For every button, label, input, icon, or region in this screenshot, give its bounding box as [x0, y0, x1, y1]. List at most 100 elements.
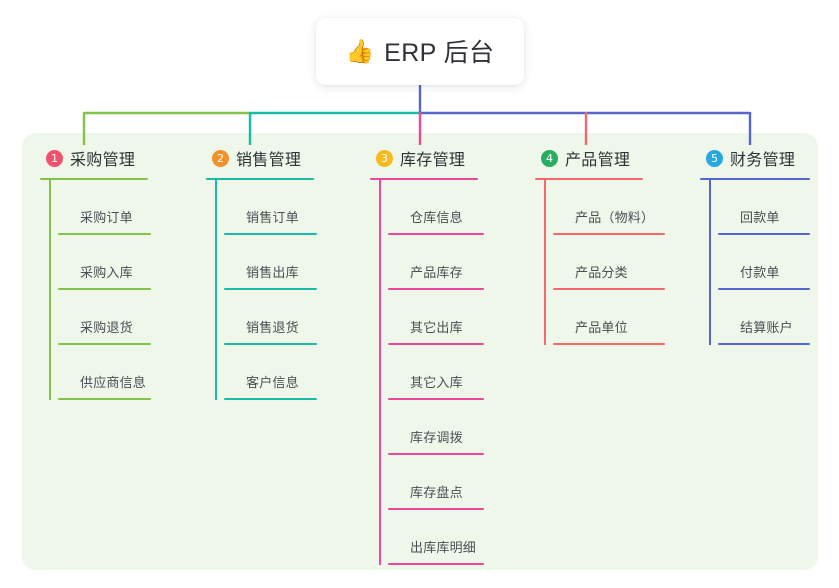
leaf-node[interactable]: 销售退货 [224, 290, 366, 345]
leaf-underline [224, 288, 317, 290]
branch-children: 采购订单采购入库采购退货供应商信息 [40, 180, 200, 400]
leaf-node[interactable]: 产品（物料） [553, 180, 695, 235]
branch-column-5: 5 财务管理回款单付款单结算账户 [700, 145, 830, 345]
leaf-underline [553, 233, 665, 235]
leaf-node-label: 结算账户 [740, 320, 793, 335]
branch-column-2: 2 销售管理销售订单销售出库销售退货客户信息 [206, 145, 366, 400]
branch-header-1[interactable]: 1 采购管理 [40, 145, 200, 171]
leaf-underline [224, 343, 317, 345]
branch-underline [206, 178, 314, 180]
leaf-node[interactable]: 产品单位 [553, 290, 695, 345]
leaf-node-label: 产品（物料） [575, 210, 655, 225]
branch-number-badge: 4 [541, 149, 558, 167]
branch-title: 财务管理 [730, 152, 796, 169]
branch-title: 销售管理 [236, 152, 302, 169]
branch-header-4[interactable]: 4 产品管理 [535, 145, 695, 171]
leaf-node-label: 仓库信息 [410, 210, 463, 225]
leaf-node-label: 销售出库 [246, 265, 299, 280]
leaf-node[interactable]: 产品分类 [553, 235, 695, 290]
leaf-node[interactable]: 付款单 [718, 235, 830, 290]
leaf-node[interactable]: 采购退货 [58, 290, 200, 345]
leaf-node[interactable]: 其它入库 [388, 345, 530, 400]
leaf-underline [388, 288, 484, 290]
branch-number-badge: 5 [706, 149, 723, 167]
diagram-panel [22, 133, 818, 570]
branch-title: 库存管理 [400, 152, 466, 169]
leaf-underline [224, 233, 317, 235]
branch-children: 仓库信息产品库存其它出库其它入库库存调拨库存盘点出库库明细 [370, 180, 530, 565]
leaf-node[interactable]: 供应商信息 [58, 345, 200, 400]
leaf-node-label: 采购入库 [80, 265, 133, 280]
thumbs-up-icon: 👍 [345, 38, 375, 64]
branch-children: 销售订单销售出库销售退货客户信息 [206, 180, 366, 400]
leaf-node[interactable]: 其它出库 [388, 290, 530, 345]
leaf-node[interactable]: 结算账户 [718, 290, 830, 345]
branch-spine [379, 180, 381, 565]
leaf-node[interactable]: 销售出库 [224, 235, 366, 290]
leaf-underline [718, 343, 810, 345]
leaf-node[interactable]: 回款单 [718, 180, 830, 235]
branch-number-badge: 3 [376, 149, 393, 167]
branch-underline [370, 178, 478, 180]
leaf-underline [553, 343, 665, 345]
leaf-node[interactable]: 仓库信息 [388, 180, 530, 235]
branch-spine [544, 180, 546, 345]
branch-spine [709, 180, 711, 345]
leaf-node-label: 产品单位 [575, 320, 628, 335]
leaf-node[interactable]: 出库库明细 [388, 510, 530, 565]
branch-spine [49, 180, 51, 400]
branch-underline [700, 178, 810, 180]
leaf-node-label: 采购退货 [80, 320, 133, 335]
root-node-label: ERP 后台 [384, 38, 495, 67]
leaf-node[interactable]: 库存盘点 [388, 455, 530, 510]
branch-column-1: 1 采购管理采购订单采购入库采购退货供应商信息 [40, 145, 200, 400]
leaf-node-label: 销售订单 [246, 210, 299, 225]
leaf-node-label: 回款单 [740, 210, 780, 225]
branch-title: 产品管理 [565, 152, 631, 169]
leaf-underline [58, 288, 151, 290]
leaf-node-label: 客户信息 [246, 375, 299, 390]
leaf-node-label: 出库库明细 [410, 540, 477, 555]
leaf-node-label: 产品分类 [575, 265, 628, 280]
leaf-node-label: 其它出库 [410, 320, 463, 335]
leaf-node[interactable]: 采购订单 [58, 180, 200, 235]
leaf-node[interactable]: 销售订单 [224, 180, 366, 235]
leaf-underline [224, 398, 317, 400]
leaf-node-label: 库存盘点 [410, 485, 463, 500]
leaf-underline [718, 288, 810, 290]
leaf-node[interactable]: 库存调拨 [388, 400, 530, 455]
leaf-node-label: 产品库存 [410, 265, 463, 280]
leaf-node-label: 采购订单 [80, 210, 133, 225]
branch-number-badge: 2 [212, 149, 229, 167]
leaf-node-label: 库存调拨 [410, 430, 463, 445]
leaf-node-label: 销售退货 [246, 320, 299, 335]
branch-column-4: 4 产品管理产品（物料） 产品分类产品单位 [535, 145, 695, 345]
leaf-node[interactable]: 采购入库 [58, 235, 200, 290]
leaf-node-label: 供应商信息 [80, 375, 147, 390]
branch-underline [535, 178, 643, 180]
branch-header-3[interactable]: 3 库存管理 [370, 145, 530, 171]
leaf-node[interactable]: 客户信息 [224, 345, 366, 400]
branch-column-3: 3 库存管理仓库信息产品库存其它出库其它入库库存调拨库存盘点出库库明细 [370, 145, 530, 565]
leaf-underline [388, 453, 484, 455]
leaf-underline [58, 343, 151, 345]
branch-children: 回款单付款单结算账户 [700, 180, 830, 345]
leaf-underline [388, 508, 484, 510]
leaf-node[interactable]: 产品库存 [388, 235, 530, 290]
leaf-underline [58, 398, 151, 400]
branch-header-2[interactable]: 2 销售管理 [206, 145, 366, 171]
leaf-underline [388, 563, 484, 565]
branch-number-badge: 1 [46, 149, 63, 167]
leaf-underline [388, 343, 484, 345]
leaf-underline [58, 233, 151, 235]
leaf-underline [388, 233, 484, 235]
leaf-node-label: 其它入库 [410, 375, 463, 390]
branch-children: 产品（物料） 产品分类产品单位 [535, 180, 695, 345]
branch-underline [40, 178, 148, 180]
root-node[interactable]: 👍 ERP 后台 [316, 18, 524, 85]
branch-header-5[interactable]: 5 财务管理 [700, 145, 830, 171]
branch-title: 采购管理 [70, 152, 136, 169]
leaf-node-label: 付款单 [740, 265, 780, 280]
leaf-underline [553, 288, 665, 290]
leaf-underline [388, 398, 484, 400]
